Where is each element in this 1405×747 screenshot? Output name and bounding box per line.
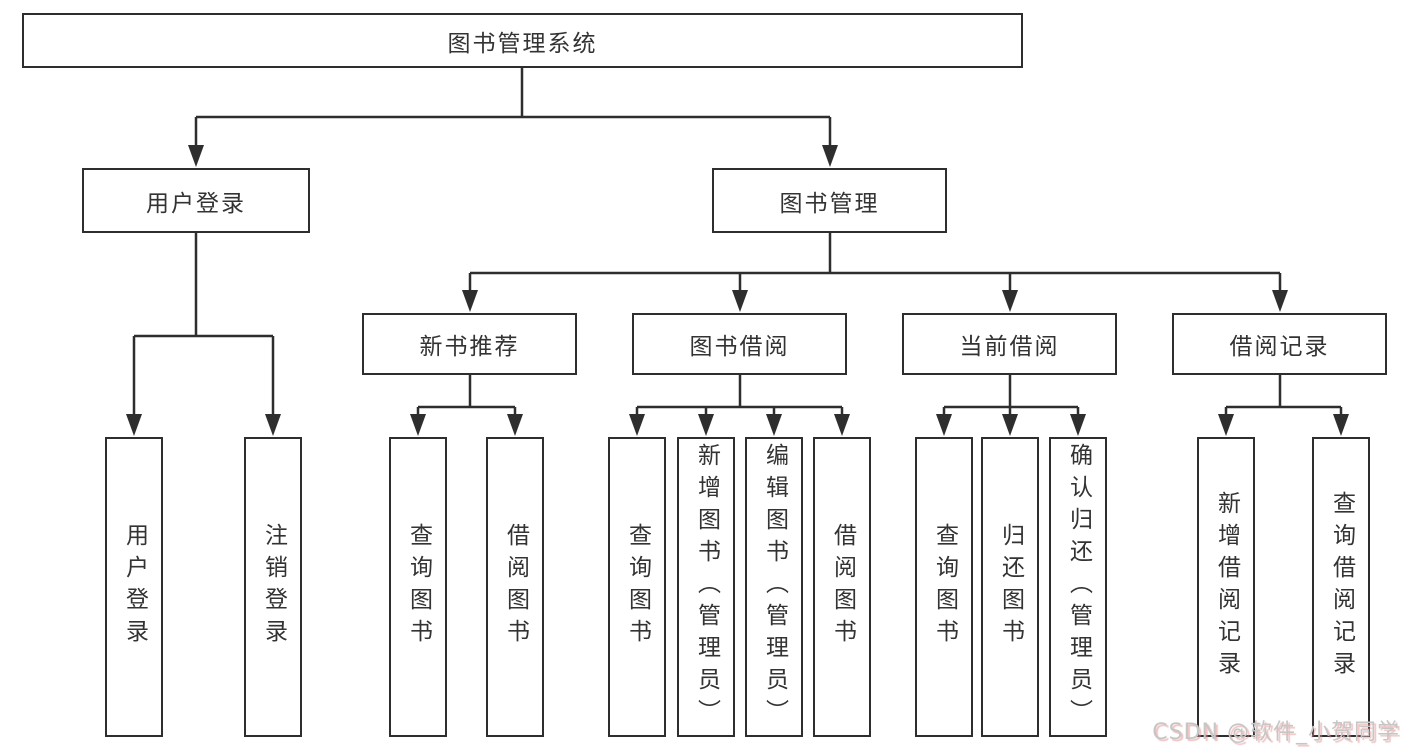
leaf-query-books-recommend: 查询图书 [389,437,447,737]
arrowhead [1333,414,1349,436]
node-library-management-system: 图书管理系统 [22,13,1023,68]
leaf-query-books-borrow: 查询图书 [608,437,666,737]
leaf-confirm-return-admin: 确认归还（管理员） [1049,437,1107,737]
node-current-borrowing: 当前借阅 [902,313,1117,375]
arrowhead [698,414,714,436]
arrowhead [1002,414,1018,436]
connector-root-to-branches [188,68,838,167]
arrowhead [1272,290,1288,312]
arrowhead [1218,414,1234,436]
arrowhead [766,414,782,436]
leaf-query-borrow-record: 查询借阅记录 [1312,437,1370,737]
leaf-query-books-current: 查询图书 [915,437,973,737]
leaf-add-borrow-record: 新增借阅记录 [1197,437,1255,737]
arrowhead [126,414,142,436]
arrowhead [188,145,204,167]
connector-current-borrowing-to-children [936,375,1086,436]
arrowhead [629,414,645,436]
arrowhead [1070,414,1086,436]
connector-borrowing-records-to-children [1218,375,1349,436]
leaf-borrow-books-recommend: 借阅图书 [486,437,544,737]
arrowhead [1002,290,1018,312]
node-user-login-group: 用户登录 [82,168,310,233]
connector-user-login-to-children [126,233,281,436]
leaf-borrow-books: 借阅图书 [813,437,871,737]
arrowhead [410,414,426,436]
node-book-borrowing: 图书借阅 [632,313,847,375]
node-book-management: 图书管理 [712,168,947,233]
leaf-logout: 注销登录 [244,437,302,737]
csdn-watermark: CSDN @软件_小贺同学 [1152,720,1400,745]
arrowhead [822,145,838,167]
arrowhead [834,414,850,436]
arrowhead [936,414,952,436]
arrowhead [732,290,748,312]
leaf-add-books-admin: 新增图书（管理员） [677,437,735,737]
connector-book-management-to-children [462,233,1288,312]
leaf-user-login: 用户登录 [105,437,163,737]
connector-new-book-recommendation-to-children [410,375,523,436]
arrowhead [265,414,281,436]
leaf-return-books: 归还图书 [981,437,1039,737]
node-borrowing-records: 借阅记录 [1172,313,1387,375]
arrowhead [507,414,523,436]
leaf-edit-books-admin: 编辑图书（管理员） [745,437,803,737]
arrowhead [462,290,478,312]
connector-book-borrowing-to-children [629,375,850,436]
node-new-book-recommendation: 新书推荐 [362,313,577,375]
